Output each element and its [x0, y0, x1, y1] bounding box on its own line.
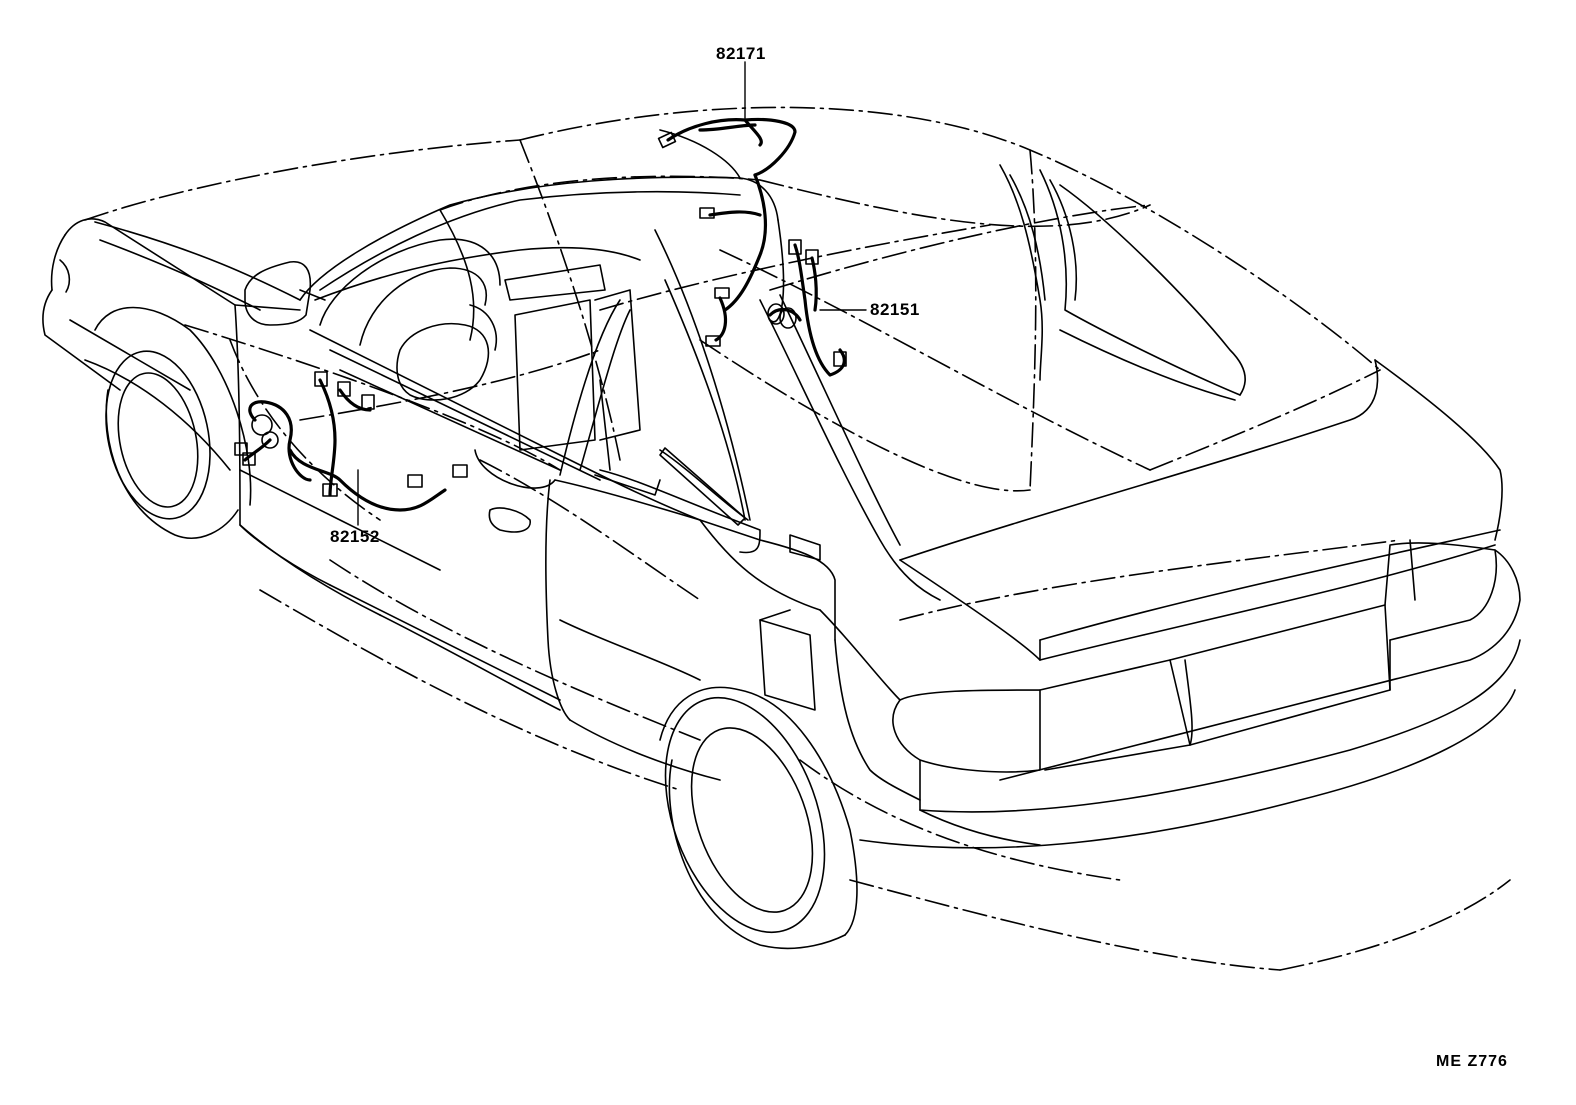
rear-wheel — [659, 686, 858, 950]
harness-82152 — [234, 371, 468, 526]
front-end — [42, 218, 301, 471]
rear-section — [759, 164, 1503, 661]
doors — [234, 299, 836, 781]
harness-82171 — [657, 61, 797, 347]
callout-82152: 82152 — [330, 527, 380, 546]
rear-side — [239, 469, 921, 801]
harness-82151 — [767, 239, 867, 377]
front-wheel — [94, 306, 252, 539]
body-hidden-lines — [84, 106, 1511, 971]
callout-82171: 82171 — [716, 44, 766, 63]
drawing-code: ME Z776 — [1436, 1053, 1508, 1070]
cabin-frame — [299, 129, 785, 521]
dashboard — [309, 238, 701, 521]
rear-bumper — [859, 539, 1521, 849]
callout-82151: 82151 — [870, 300, 920, 319]
